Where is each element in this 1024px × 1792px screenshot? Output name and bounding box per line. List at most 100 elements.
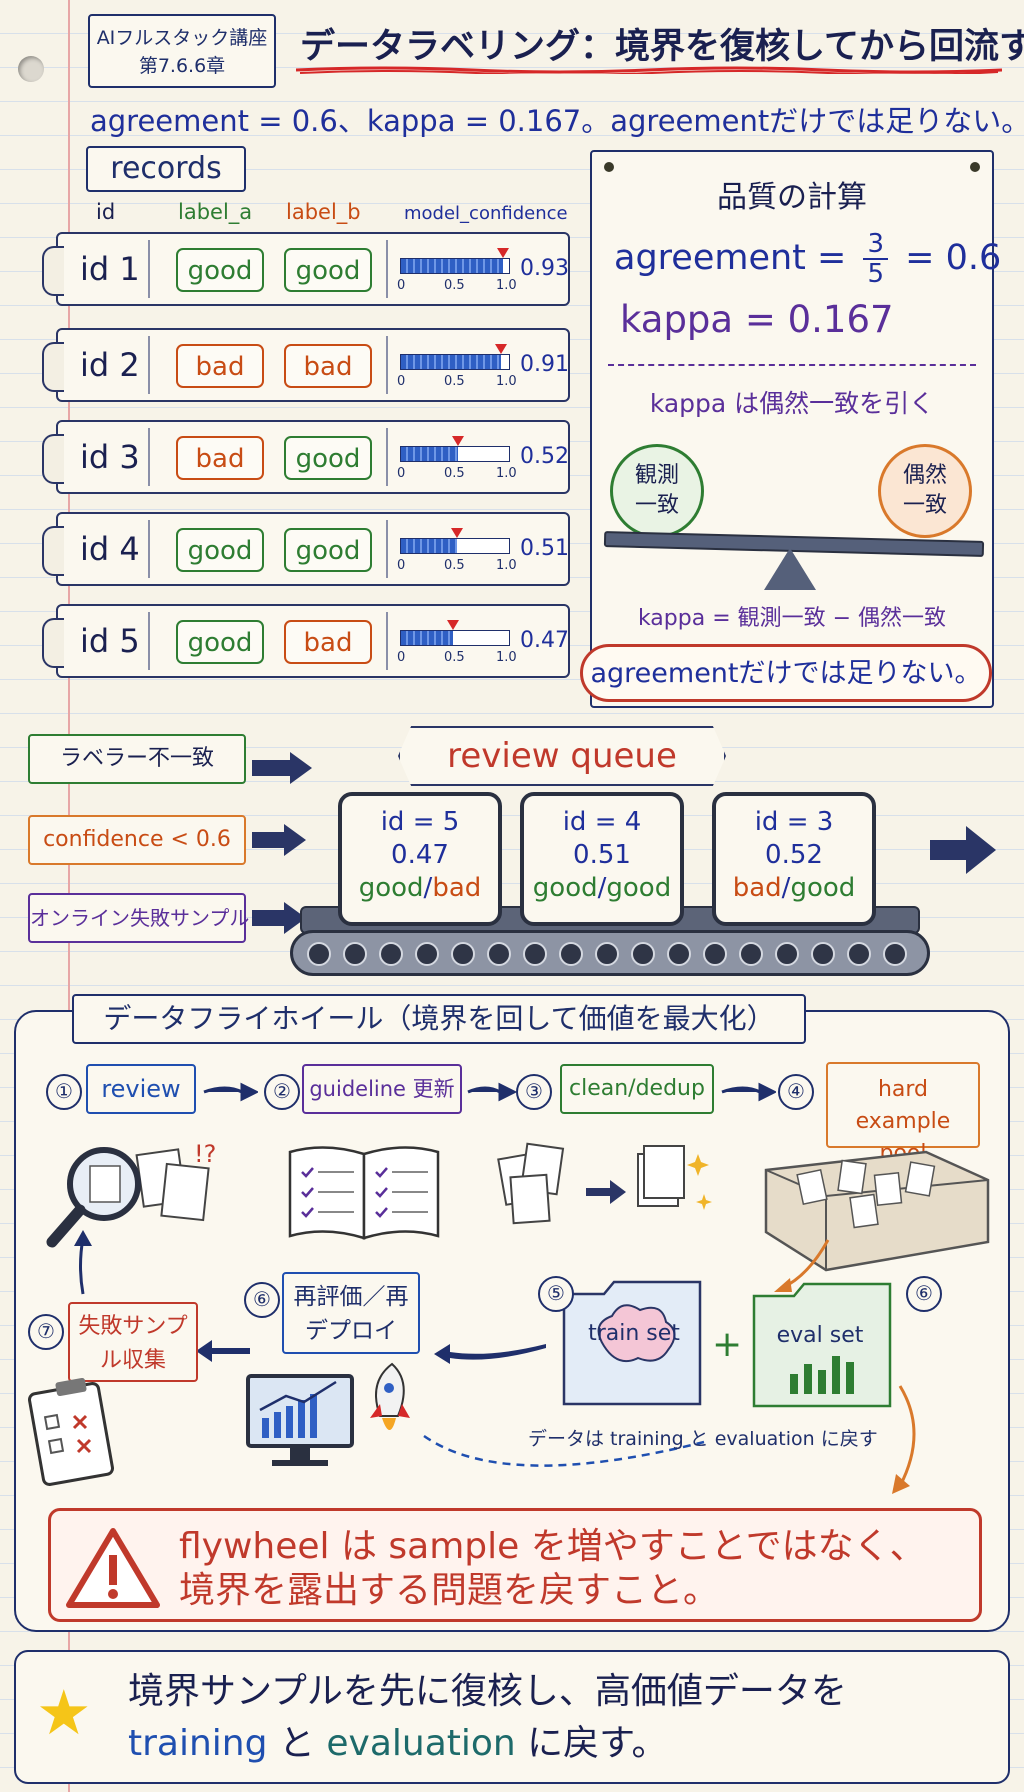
confidence-value: 0.93: [520, 256, 569, 281]
conveyor-roller: [523, 942, 547, 966]
source-low-confidence: confidence < 0.6: [28, 815, 246, 865]
source-labeler-disagreement: ラベラー不一致: [28, 734, 246, 784]
column-divider: [386, 520, 388, 578]
chance-agreement-ball: 偶然 一致: [878, 444, 972, 538]
conveyor-roller: [307, 942, 331, 966]
queue-label-b: good: [790, 873, 856, 903]
agreement-formula: agreement = 3 5 = 0.6: [614, 230, 1001, 288]
label-a-badge: bad: [176, 436, 264, 480]
axis-tick: 0.5: [444, 558, 465, 573]
label-a-badge: good: [176, 620, 264, 664]
arrow-left-icon: [434, 1344, 546, 1364]
chance-label-2: 一致: [902, 493, 947, 518]
column-divider: [148, 520, 150, 578]
agreement-lhs: agreement =: [614, 238, 847, 278]
step-guideline-update: guideline 更新: [302, 1064, 462, 1114]
label-a-badge: good: [176, 528, 264, 572]
dashed-return-arrow: [423, 1434, 705, 1467]
arrow-left-icon: [196, 1340, 250, 1362]
confidence-value: 0.51: [520, 536, 569, 561]
axis-tick: 0.5: [444, 466, 465, 481]
seesaw-fulcrum: [764, 548, 816, 590]
axis-tick: 1.0: [496, 558, 517, 573]
confidence-bar-fill: [401, 539, 458, 553]
pin-icon: [970, 162, 980, 172]
arrow-icon: [721, 1082, 776, 1102]
train-set-folder-icon: [562, 1280, 702, 1406]
axis-tick: 0: [397, 650, 406, 665]
confidence-marker-icon: [451, 528, 464, 538]
takeaway-evaluation: evaluation: [326, 1723, 516, 1764]
step-number: ④: [778, 1074, 814, 1110]
confidence-bar: [400, 528, 510, 554]
confidence-bar: [400, 248, 510, 274]
guideline-book-icon: [288, 1146, 440, 1240]
takeaway-line-1: 境界サンプルを先に復核し、高価値データを: [128, 1671, 847, 1712]
kappa-explanation: kappa は偶然一致を引く: [649, 389, 935, 418]
scroll-curl: [42, 618, 64, 668]
arrow-icon: [467, 1082, 516, 1102]
takeaway-text: 境界サンプルを先に復核し、高価値データを training と evaluati…: [128, 1666, 847, 1770]
star-icon: ★: [36, 1676, 92, 1749]
conveyor-roller: [451, 942, 475, 966]
step-collect-failures: 失敗サンプル収集: [68, 1302, 198, 1382]
queue-label-separator: /: [597, 873, 607, 903]
column-header-confidence: model_confidence: [404, 203, 568, 224]
title-underline: [296, 66, 1002, 74]
axis-tick: 1.0: [496, 650, 517, 665]
course-tag: AIフルスタック講座 第7.6.6章: [88, 14, 276, 88]
agreement-fraction: 3 5: [863, 230, 889, 288]
record-id: id 2: [80, 346, 140, 384]
takeaway-connector: と: [267, 1723, 327, 1764]
records-label: records: [86, 146, 246, 192]
conveyor-roller: [343, 942, 367, 966]
axis-tick: 0: [397, 558, 406, 573]
return-note: データは training と evaluation に戻す: [528, 1428, 878, 1450]
record-id: id 5: [80, 622, 140, 660]
confidence-bar: [400, 620, 510, 646]
queue-card-id: id = 5: [380, 807, 460, 837]
confidence-bar-fill: [401, 259, 504, 273]
conveyor-roller: [667, 942, 691, 966]
label-b-badge: good: [284, 528, 372, 572]
conveyor-roller: [703, 942, 727, 966]
confidence-bar-fill: [401, 355, 502, 369]
takeaway-line-2: training と evaluation に戻す。: [128, 1718, 847, 1770]
queue-label-separator: /: [781, 873, 791, 903]
chapter-number: 第7.6.6章: [138, 55, 226, 77]
conveyor-roller: [811, 942, 835, 966]
axis-tick: 0.5: [444, 374, 465, 389]
conveyor-roller: [847, 942, 871, 966]
arrow-right-icon: [930, 826, 996, 874]
plus-icon: +: [712, 1324, 743, 1365]
warning-line-1: flywheel は sample を増やすことではなく、: [179, 1526, 926, 1567]
confidence-marker-icon: [497, 248, 510, 258]
magnifier-documents-icon: !?: [46, 1140, 216, 1248]
column-header-label-a: label_a: [178, 200, 253, 224]
dedup-documents-icon: [497, 1142, 712, 1225]
arrow-up-icon: [74, 1230, 92, 1295]
column-divider: [386, 336, 388, 394]
queue-label-a: good: [358, 873, 424, 903]
step-number: ⑤: [538, 1276, 574, 1312]
queue-card-confidence: 0.52: [765, 840, 823, 870]
clipboard-icon: [27, 1378, 115, 1486]
queue-card-confidence: 0.51: [573, 840, 631, 870]
warning-text: flywheel は sample を増やすことではなく、 境界を露出する問題を…: [179, 1525, 926, 1613]
conveyor-rollers: [290, 930, 930, 976]
warning-line-2: 境界を露出する問題を戻すこと。: [179, 1570, 720, 1611]
queue-card-confidence: 0.47: [391, 840, 449, 870]
axis-tick: 1.0: [496, 374, 517, 389]
takeaway-box: ★ 境界サンプルを先に復核し、高価値データを training と evalua…: [14, 1650, 1010, 1784]
confidence-bar-fill: [401, 447, 459, 461]
column-divider: [386, 428, 388, 486]
confidence-marker-icon: [495, 344, 508, 354]
hard-example-box-icon: [764, 1150, 990, 1272]
observed-label-1: 観測: [634, 463, 679, 488]
monitor-rocket-icon: [246, 1362, 410, 1466]
step-reevaluate-redeploy: 再評価／再デプロイ: [282, 1272, 420, 1354]
takeaway-ending: に戻す。: [515, 1723, 668, 1764]
